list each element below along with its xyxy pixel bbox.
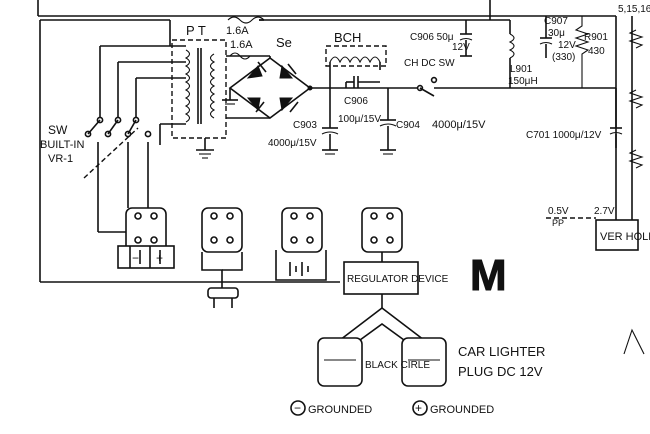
corner-number: 5,15,16 (618, 4, 650, 15)
positive-grounded: + GROUNDED (412, 400, 494, 416)
plug-dc-label: PLUG DC 12V (458, 364, 543, 379)
pos-symbol: + (415, 401, 422, 415)
pt-enclosure (171, 39, 227, 139)
capacitor-c906-top: C906 50μ 12V (410, 20, 473, 57)
car-lighter-label: CAR LIGHTER (458, 344, 545, 359)
capacitor-c701: C701 1000μ/12V (526, 88, 623, 148)
c906-top-voltage: 12V (452, 42, 470, 53)
switch-sw: SW BUILT-IN VR-1 (40, 116, 152, 232)
pos-grounded-label: GROUNDED (430, 404, 494, 416)
c907-label: C907 (544, 16, 568, 27)
built-in-label: BUILT-IN (40, 139, 84, 151)
switch-gang-link (83, 127, 139, 179)
neg-grounded-label: GROUNDED (308, 404, 372, 416)
diode-4-icon (279, 97, 299, 113)
capacitor-c903: C903 4000μ/15V (268, 88, 339, 155)
vr1-label: VR-1 (48, 153, 73, 165)
pt-ground-icon (196, 149, 214, 159)
l901-label: L901 (510, 64, 533, 75)
c701-label: C701 1000μ/12V (526, 130, 602, 141)
battery-minus: − (132, 251, 139, 265)
battery-plus: + (156, 251, 163, 265)
pt-label: P T (186, 23, 206, 38)
r901-label: R901 (584, 32, 608, 43)
c907-value: 30μ (548, 28, 565, 39)
c906-label: C906 (344, 96, 368, 107)
c907-extra: (330) (552, 52, 575, 63)
capacitor-c904: C904 4000μ/15V (379, 88, 486, 155)
bch-label: BCH (334, 30, 361, 45)
car-lighter-plug: BLACK CIRLE CAR LIGHTER PLUG DC 12V (317, 306, 545, 387)
c904-value: 4000μ/15V (432, 119, 486, 131)
volt-05-label: 0.5V (548, 206, 569, 217)
plug-regulator-connector (361, 207, 403, 262)
ac-plug-icon (207, 287, 239, 308)
right-resistor-chain: 5,15,16 (618, 4, 650, 169)
ch-dc-switch: CH DC SW (404, 58, 455, 97)
c903-value: 4000μ/15V (268, 138, 317, 149)
inductor-l901: L901 150μH (489, 0, 538, 88)
bridge-ground-icon (222, 99, 238, 105)
black-cirle-label: BLACK CIRLE (365, 360, 430, 371)
fuse-2-label: 1.6A (230, 39, 253, 51)
diode-2-icon (279, 63, 297, 79)
plug-internal-battery-connector (275, 207, 327, 281)
power-transformer: P T (171, 23, 227, 159)
c904-label: C904 (396, 120, 420, 131)
fuse-1-label: 1.6A (226, 25, 249, 37)
pt-secondary-coil (209, 53, 216, 119)
ch-dc-sw-label: CH DC SW (404, 58, 455, 69)
cropped-symbol (623, 328, 645, 355)
volt-27-label: 2.7V (594, 206, 615, 217)
ver-hold-box: VER HOLD (595, 219, 650, 251)
capacitor-c906: C906 100μ/15V (338, 76, 381, 125)
sw-label: SW (48, 123, 68, 137)
r901-value: 430 (588, 46, 605, 57)
plug-ac-connector (201, 207, 243, 308)
c906-value: 100μ/15V (338, 114, 381, 125)
choke-bch: BCH (325, 30, 387, 88)
pt-primary-coil (184, 49, 191, 123)
c906-top-label: C906 50μ (410, 32, 454, 43)
pp-label: PP (552, 218, 564, 228)
resistor-r901: R901 430 (574, 16, 608, 88)
se-label: Se (276, 35, 292, 50)
negative-grounded: − GROUNDED (290, 400, 372, 416)
l901-value: 150μH (508, 76, 538, 87)
diode-1-icon (246, 61, 267, 79)
fuse-1: 1.6A (226, 16, 265, 37)
neg-symbol: − (294, 401, 301, 415)
regulator-device-box: REGULATOR DEVICE (343, 261, 449, 308)
c903-label: C903 (293, 120, 317, 131)
plug-battery-connector: − + (98, 172, 175, 269)
diode-3-icon (246, 97, 265, 113)
m-mark-label: M (470, 251, 507, 300)
regulator-device-label: REGULATOR DEVICE (347, 274, 449, 285)
capacitor-c907: C907 30μ 12V (330) (539, 16, 576, 63)
c907-voltage: 12V (558, 40, 576, 51)
battery-cell-icon (289, 262, 309, 276)
m-mark: M (470, 251, 508, 301)
ver-hold-label: VER HOLD (600, 231, 650, 243)
